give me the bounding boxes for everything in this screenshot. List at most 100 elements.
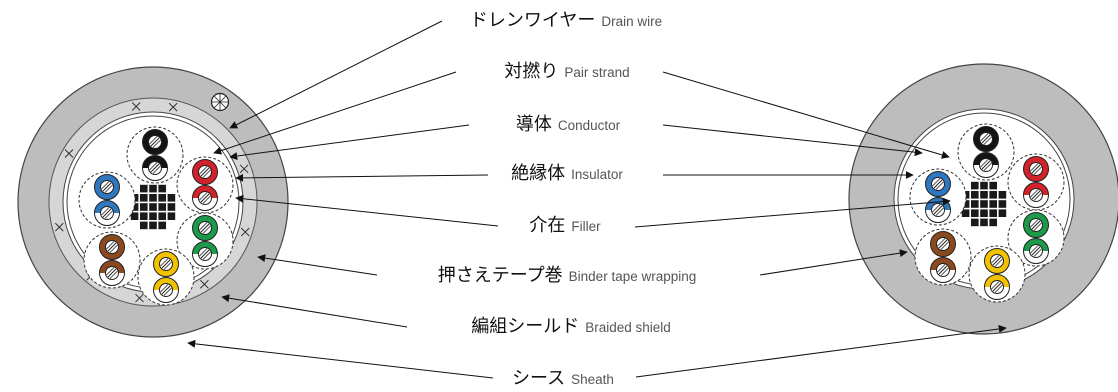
pair-right-0-wire-striped-conductor-hatch-b xyxy=(983,162,992,171)
pair-right-1-wire-striped-conductor-hatch-b xyxy=(1033,192,1042,201)
pair-left-3-wire-striped-conductor-hatch-a xyxy=(161,285,171,295)
pair-left-3-wire-striped-insulator-outline xyxy=(153,277,179,303)
pair-left-0-wire-striped-conductor-hatch-a xyxy=(150,163,160,173)
pair-right-5-wire-striped-conductor-hatch-b xyxy=(935,207,944,216)
filler-cell xyxy=(989,191,997,199)
pair-right-5-wire-solid-conductor-hatch-c xyxy=(932,178,941,187)
label-braided-shield-en: Braided shield xyxy=(585,320,671,335)
pair-right-2-wire-striped-conductor-hatch-b xyxy=(1033,248,1042,257)
label-filler-en: Filler xyxy=(571,219,601,234)
pair-right-2-wire-solid-conductor-hatch-b xyxy=(1033,222,1042,231)
pair-left-2-wire-striped-conductor-hatch-b xyxy=(202,251,211,260)
shield-braid-mark-3 xyxy=(54,222,64,232)
pair-left-2-wire-striped-insulator-outline xyxy=(192,241,218,267)
pair-left-2-wire-solid-conductor-hatch-a xyxy=(200,223,210,233)
label-filler-jp: 介在 xyxy=(529,215,566,236)
pair-right-5-wire-striped-conductor-hatch-c xyxy=(932,204,941,213)
filler-cell xyxy=(971,181,979,190)
label-conductor: 導体 Conductor xyxy=(516,113,620,137)
pair-right-3-wire-striped-insulator-outline xyxy=(984,274,1010,300)
pair-left-1-wire-striped-conductor-hatch-a xyxy=(200,193,210,203)
label-conductor-jp: 導体 xyxy=(515,114,552,135)
label-filler: 介在 Filler xyxy=(529,214,600,238)
label-insulator-jp: 絶縁体 xyxy=(511,163,566,184)
filler-cell xyxy=(158,212,166,220)
pair-right-0-wire-solid-conductor-hatch-c xyxy=(980,133,989,142)
leader-arrow-5 xyxy=(235,173,489,182)
pair-left-1-wire-solid-conductor-hatch-a xyxy=(200,167,210,177)
label-conductor-en: Conductor xyxy=(557,118,621,133)
filler-cell xyxy=(167,212,176,220)
pair-left-2-wire-solid-conductor-hatch-c xyxy=(199,222,208,231)
pair-right-4-wire-striped-conductor-hatch-b xyxy=(940,267,949,276)
filler-cell xyxy=(998,200,1007,208)
pair-right-1-wire-striped-conductor-hatch-a xyxy=(1031,190,1041,200)
filler-cell xyxy=(998,191,1007,199)
pair-left-2-wire-striped-conductor-hatch-c xyxy=(199,248,208,257)
filler-cell xyxy=(971,209,979,217)
pair-left-0-wire-solid-conductor-hatch-a xyxy=(150,137,160,147)
pair-right-1-wire-solid-conductor-hatch-c xyxy=(1030,163,1039,172)
shield-braid-mark-2 xyxy=(64,149,74,158)
filler-cell xyxy=(980,181,988,190)
label-drain-wire-en: Drain wire xyxy=(601,14,663,29)
pair-left-3-wire-striped-conductor-hatch-b xyxy=(163,287,172,296)
pair-right-3-wire-striped-conductor-hatch-a xyxy=(992,282,1002,292)
leader-arrow-2 xyxy=(662,71,950,159)
shield-braid-mark-6 xyxy=(200,279,209,289)
pair-left-5-wire-striped-conductor-hatch-a xyxy=(102,208,112,218)
pair-right-3-wire-striped-conductor-hatch-b xyxy=(994,284,1003,293)
filler-cell xyxy=(971,218,979,227)
filler-cell xyxy=(140,221,148,230)
filler-cell xyxy=(130,212,139,220)
pair-left-3-wire-solid-conductor-hatch-a xyxy=(161,259,171,269)
pair-left-0-wire-striped-insulator-outline xyxy=(142,155,168,181)
pair-right-0-wire-solid-conductor-hatch-b xyxy=(983,136,992,145)
pair-right-2-wire-striped-conductor-hatch-c xyxy=(1030,245,1039,254)
filler-cell xyxy=(149,194,157,202)
filler-cell xyxy=(149,212,157,220)
leader-arrow-0 xyxy=(229,20,443,129)
leader-arrow-8 xyxy=(634,197,951,228)
pair-right-2-wire-striped-insulator-outline xyxy=(1023,238,1049,264)
filler-cell xyxy=(980,218,988,227)
pair-left-4-wire-striped-conductor-hatch-b xyxy=(109,270,118,279)
filler-cell xyxy=(158,194,166,202)
pair-left-3-wire-striped-conductor-hatch-c xyxy=(160,284,169,293)
pair-left-4-wire-solid-conductor-hatch-b xyxy=(109,244,118,253)
pair-right-0-wire-solid-conductor-hatch-a xyxy=(981,134,991,144)
pair-left-1-wire-striped-insulator-outline xyxy=(192,185,218,211)
pair-left-5-wire-striped-insulator-outline xyxy=(94,200,120,226)
leader-arrow-3 xyxy=(229,124,470,161)
pair-left-1-wire-solid-conductor-hatch-b xyxy=(202,169,211,178)
pair-right-0-wire-striped-insulator-outline xyxy=(973,152,999,178)
pair-left-3-wire-solid-conductor-hatch-b xyxy=(163,261,172,270)
pair-left-5-wire-solid-conductor-hatch-a xyxy=(102,182,112,192)
pair-right-3-wire-solid-conductor-hatch-c xyxy=(991,255,1000,264)
pair-right-5-wire-solid-conductor-hatch-b xyxy=(935,181,944,190)
pair-right-3-wire-solid-conductor-hatch-b xyxy=(994,258,1003,267)
shield-braid-mark-5 xyxy=(135,293,144,303)
label-binder-tape: 押さえテープ巻 Binder tape wrapping xyxy=(438,264,697,288)
pair-right-4-wire-striped-conductor-hatch-c xyxy=(937,264,946,273)
leader-arrow-1 xyxy=(213,71,457,155)
filler-cell xyxy=(149,184,157,193)
label-binder-tape-jp: 押さえテープ巻 xyxy=(437,265,563,286)
pair-right-2-wire-solid-conductor-hatch-c xyxy=(1030,219,1039,228)
pair-right-1-wire-striped-insulator-outline xyxy=(1023,182,1049,208)
pair-left-4-wire-solid-conductor-hatch-c xyxy=(106,241,115,250)
filler-cell xyxy=(961,209,970,217)
pair-right-5-wire-solid-conductor-hatch-a xyxy=(933,179,943,189)
leader-arrow-13 xyxy=(635,324,1007,378)
label-binder-tape-en: Binder tape wrapping xyxy=(568,269,697,284)
filler-cell xyxy=(158,184,166,193)
label-sheath-jp: シース xyxy=(512,368,566,389)
pair-right-4-wire-solid-conductor-hatch-a xyxy=(938,239,948,249)
pair-right-1-wire-solid-conductor-hatch-b xyxy=(1033,166,1042,175)
leader-arrow-7 xyxy=(235,194,499,227)
filler-cell xyxy=(971,200,979,208)
pair-left-5-wire-solid-conductor-hatch-c xyxy=(101,181,110,190)
shield-braid-mark-1 xyxy=(131,102,141,111)
